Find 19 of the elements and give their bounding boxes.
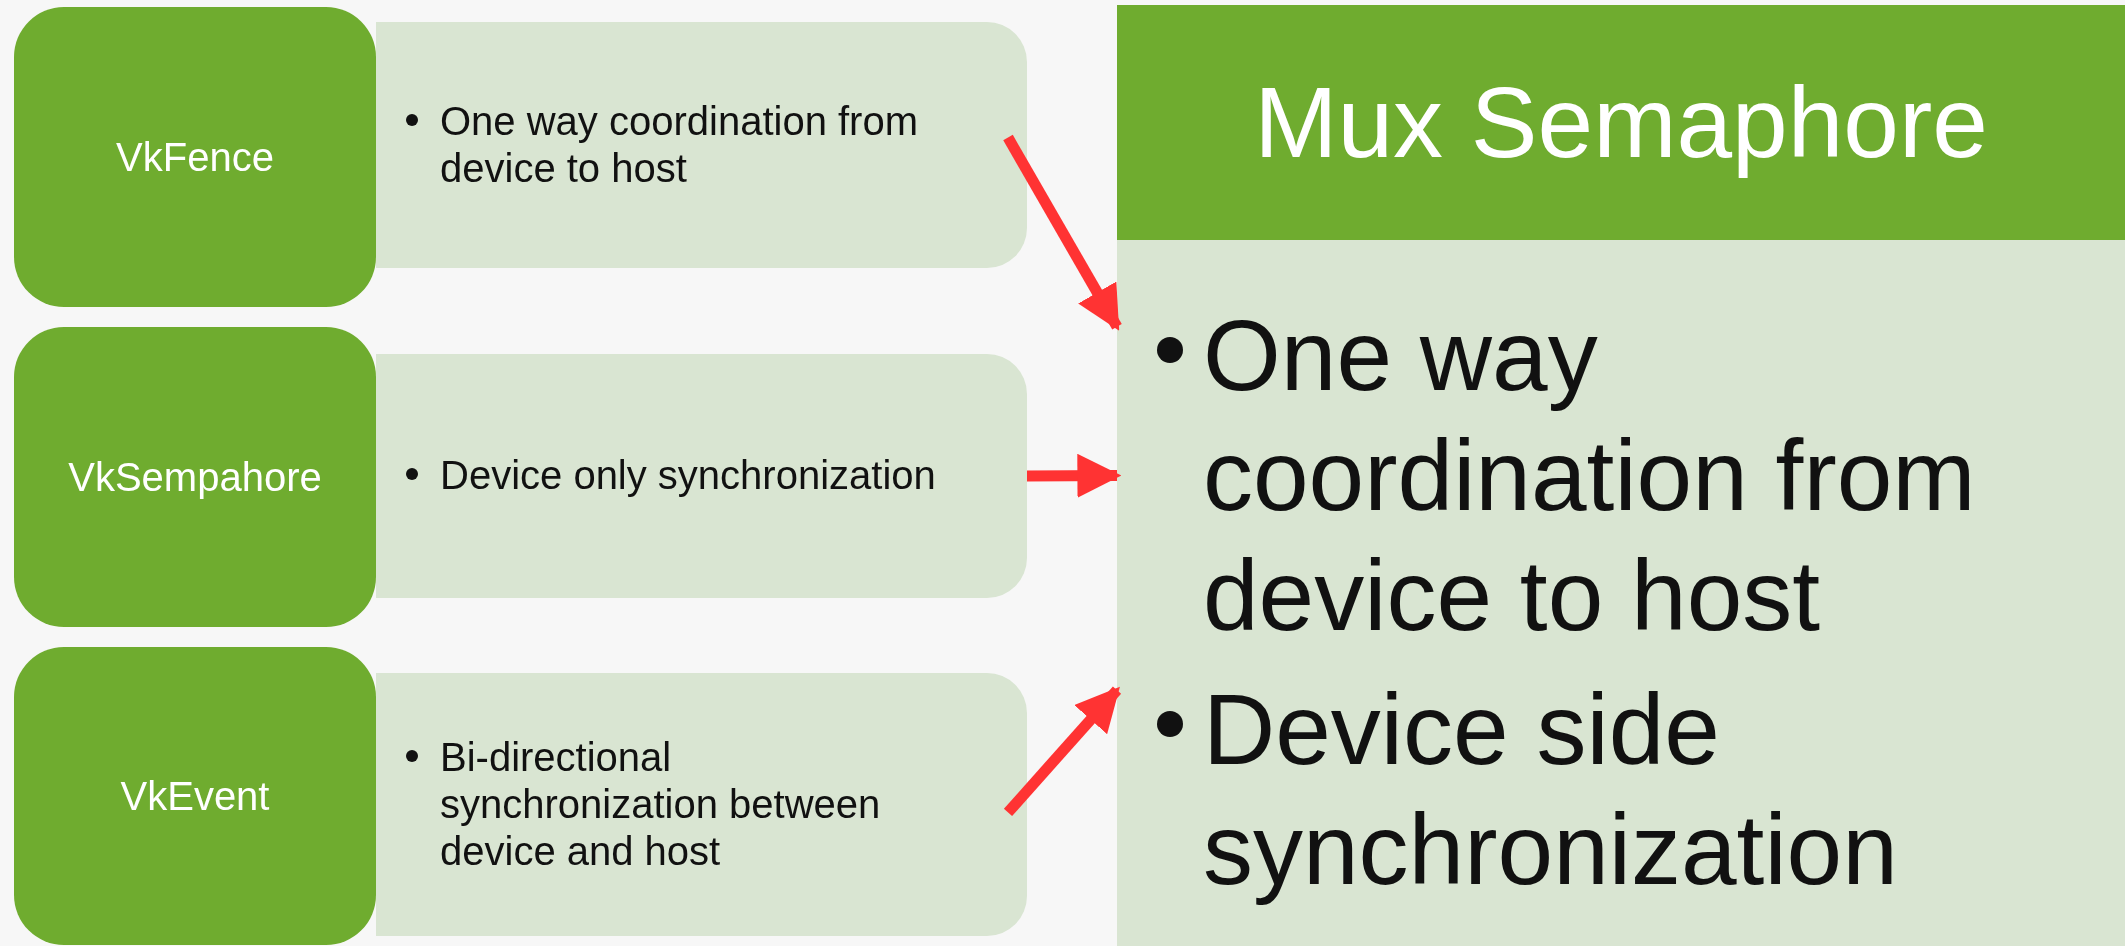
description-box <box>376 354 1027 598</box>
bullet-text: Device only synchronization <box>440 452 936 500</box>
label-box <box>14 7 376 307</box>
label-box <box>14 647 376 945</box>
bullet-text: Device side synchronization <box>1203 672 1899 907</box>
box-label: VkEvent <box>120 773 270 819</box>
panel-title: Mux Semaphore <box>1254 65 1988 180</box>
summary-panel <box>1117 5 2125 946</box>
bullet-text: One way coordination from device to host <box>440 97 919 192</box>
label-box <box>14 327 376 627</box>
arrow <box>1003 686 1122 817</box>
arrow <box>1003 134 1122 331</box>
box-label: VkFence <box>116 134 274 180</box>
arrow <box>1026 453 1122 498</box>
bullet-text: Bi-directional synchronization between device and host <box>440 733 882 876</box>
box-label: VkSempahore <box>68 454 322 500</box>
bullet-text: One way coordination from device to host <box>1203 298 1977 653</box>
description-box <box>376 673 1027 936</box>
description-box <box>376 22 1027 268</box>
